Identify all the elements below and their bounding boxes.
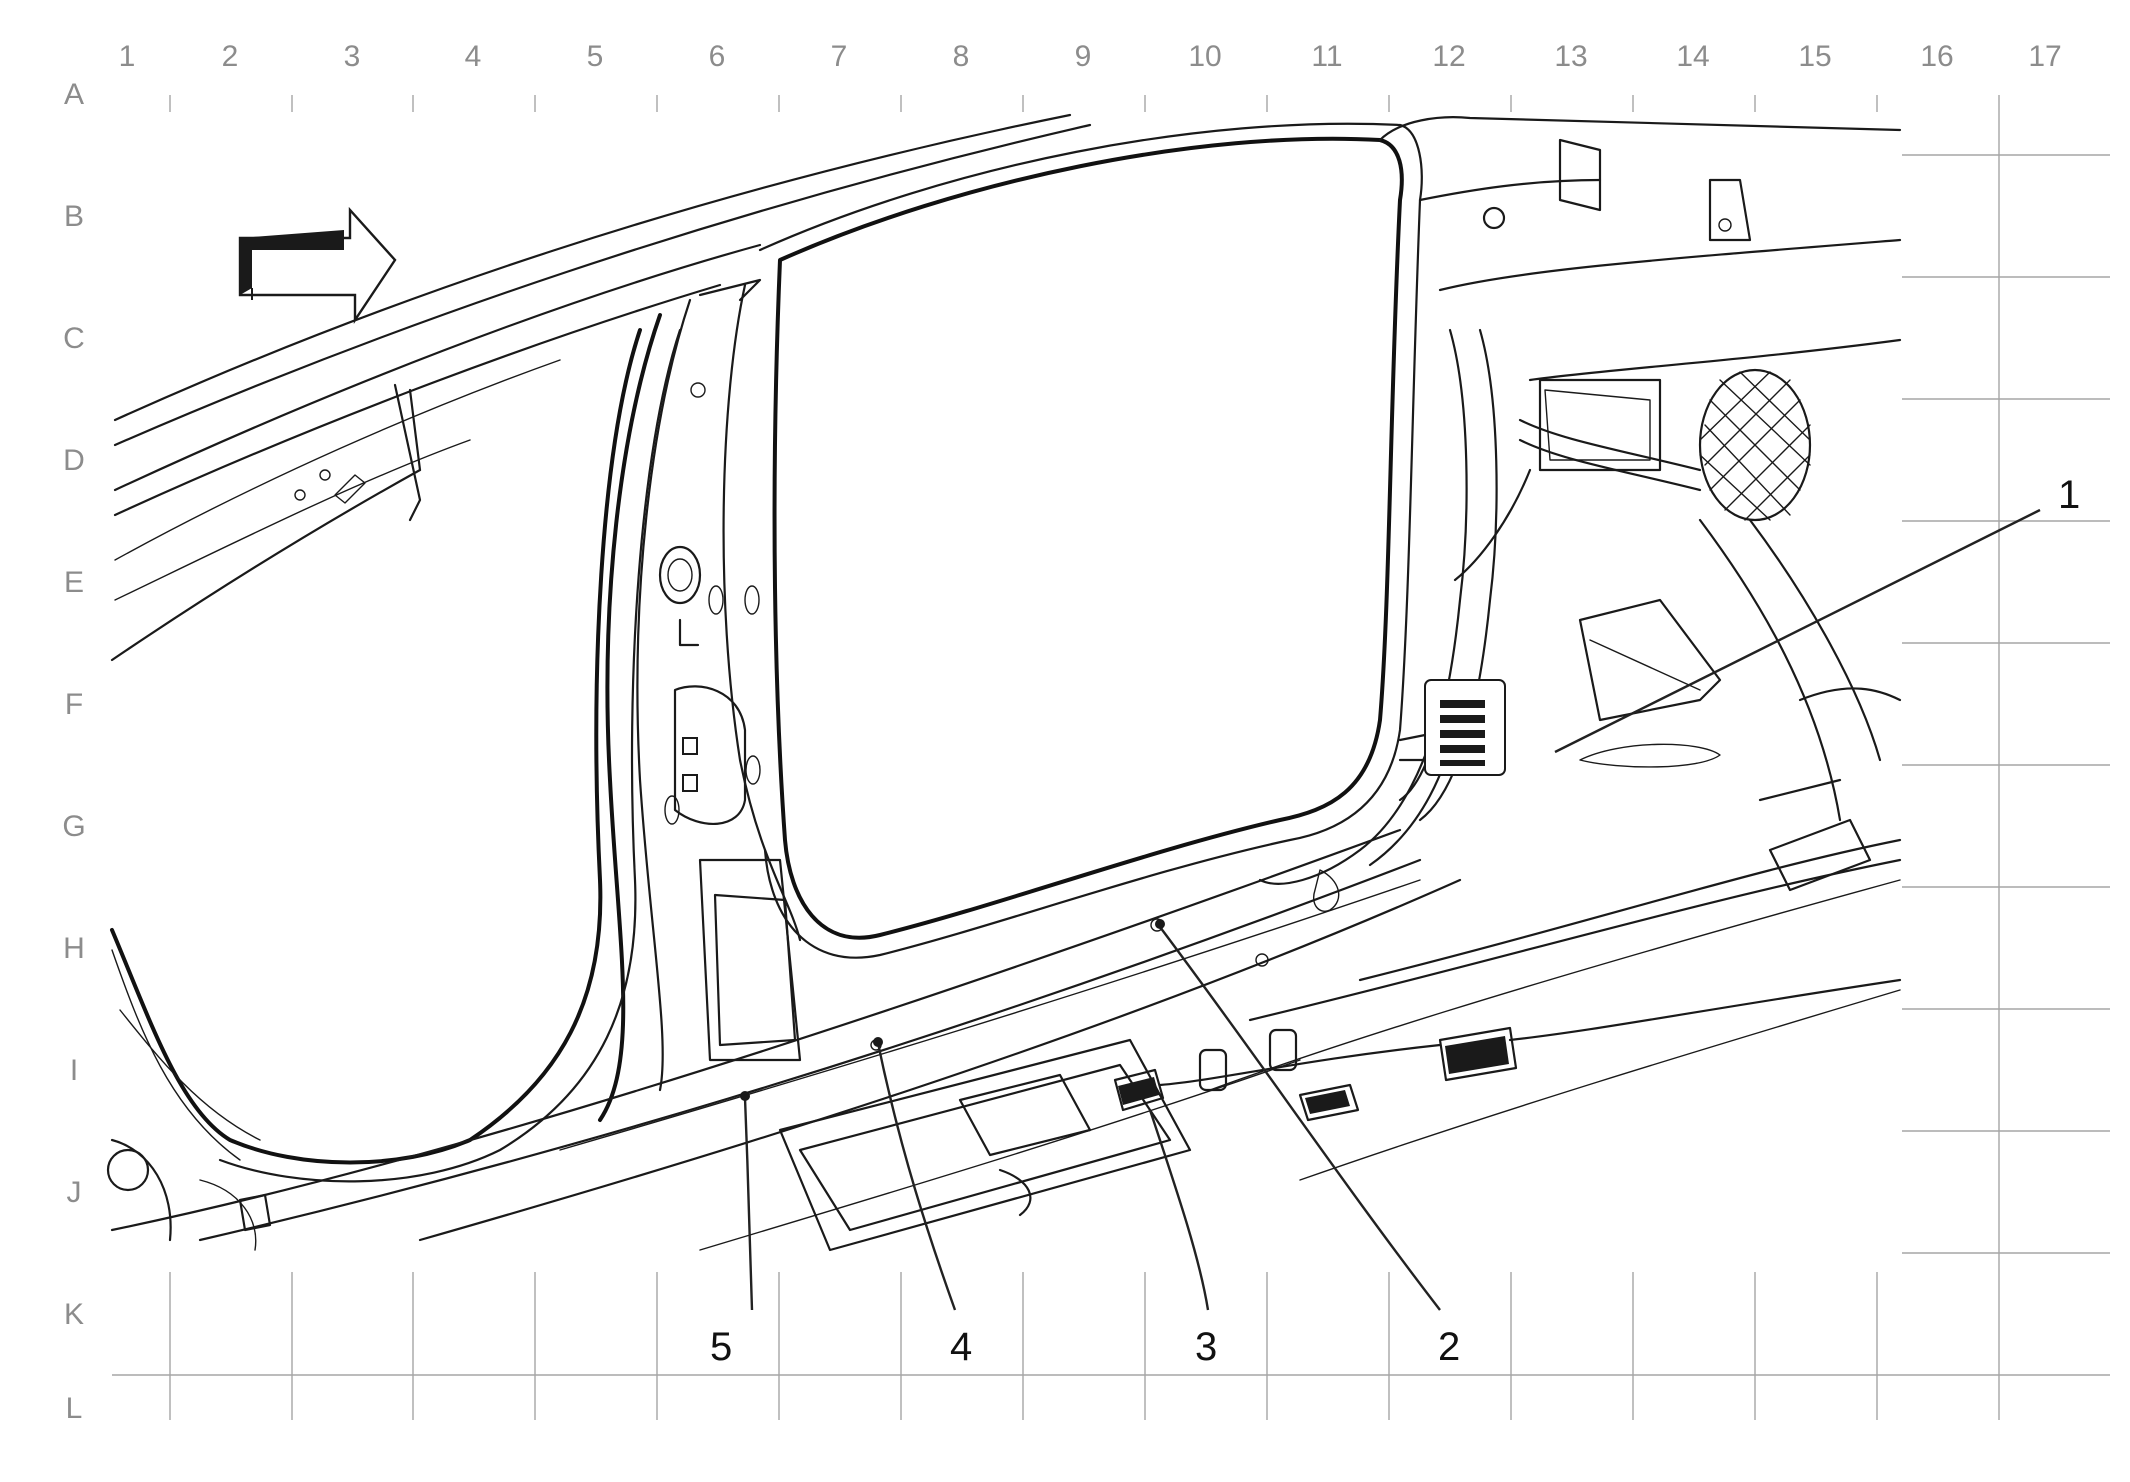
grid-row-label: D [63,444,85,477]
grid-column-label: 15 [1798,40,1831,73]
body-structure-drawing [106,112,1902,1272]
grid-row-label: C [63,322,85,355]
grid-row-label: K [64,1298,84,1331]
grid-column-label: 12 [1432,40,1465,73]
callout-3: 3 [1195,1325,1217,1369]
callout-5: 5 [710,1325,732,1369]
grid-row-label: E [64,566,84,599]
grid-column-label: 3 [344,40,361,73]
grid-column-label: 13 [1554,40,1587,73]
grid-column-label: 7 [831,40,848,73]
grid-column-label: 2 [222,40,239,73]
grid-column-label: 5 [587,40,604,73]
callout-1: 1 [2058,473,2080,517]
grid-column-label: 10 [1188,40,1221,73]
grid-column-label: 16 [1920,40,1953,73]
callout-leaders [740,508,2041,1311]
grid-row-label: B [64,200,84,233]
forward-arrow-icon [238,206,397,324]
grid-row-labels: A B C D E F G H I J K L [62,78,85,1425]
grid-column-label: 14 [1676,40,1709,73]
grid-column-label: 11 [1311,40,1342,73]
grid-column-label: 4 [465,40,482,73]
grid-row-label: I [70,1054,78,1087]
grid-row-label: L [66,1392,83,1425]
grid-row-label: J [67,1176,82,1209]
callout-2: 2 [1438,1325,1460,1369]
callout-4: 4 [950,1325,972,1369]
grid-column-label: 8 [953,40,970,73]
grid-row-label: F [65,688,83,721]
grid-row-label: H [63,932,85,965]
grid-column-label: 1 [119,40,136,73]
grid-column-label: 9 [1075,40,1092,73]
grid-column-label: 6 [709,40,726,73]
grid-row-label: G [62,810,85,843]
grid-row-label: A [64,78,84,111]
grid-column-label: 17 [2028,40,2061,73]
